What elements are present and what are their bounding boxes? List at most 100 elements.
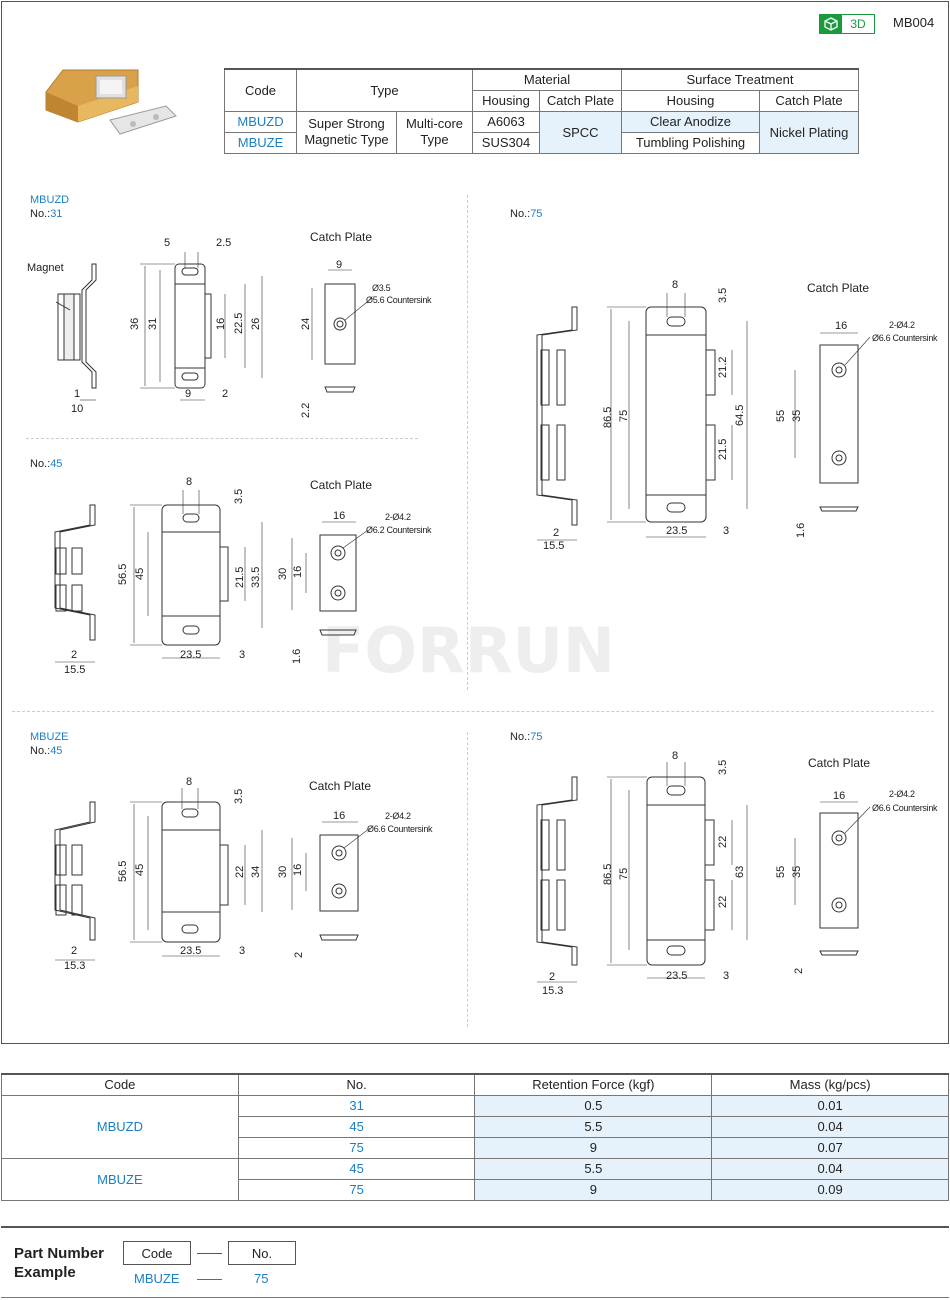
divider <box>467 732 468 1027</box>
dimension: 55 <box>775 409 787 422</box>
dimension: 75 <box>618 409 630 422</box>
dimension: 34 <box>250 865 262 878</box>
countersink-note: Ø6.2 Countersink <box>366 525 432 535</box>
header-mass: Mass (kg/pcs) <box>711 1073 949 1096</box>
dimension: 16 <box>333 810 346 822</box>
3d-label: 3D <box>850 17 866 31</box>
dimension: 45 <box>134 567 146 580</box>
drawing-mbuze-45 <box>54 788 371 961</box>
data-table: Code No. Retention Force (kgf) Mass (kg/… <box>1 1073 949 1201</box>
dimension: 2 <box>222 388 229 400</box>
dimension: 3 <box>239 649 246 661</box>
dimension: 16 <box>833 790 846 802</box>
header-code: Code <box>1 1073 239 1096</box>
dimension: 22 <box>717 835 729 848</box>
hole-note: 2-Ø4.2 <box>889 320 915 330</box>
mass-cell: 0.01 <box>711 1094 949 1117</box>
code-cell: MBUZD <box>1 1094 239 1159</box>
dimension: 22 <box>234 865 246 878</box>
dimension: 3 <box>723 970 730 982</box>
dimension: 45 <box>134 863 146 876</box>
countersink-note: Ø6.6 Countersink <box>872 333 938 343</box>
dimension: 36 <box>129 317 141 330</box>
dimension: 16 <box>292 863 304 876</box>
catch-plate-title: Catch Plate <box>310 478 373 492</box>
retention-cell: 5.5 <box>474 1115 713 1138</box>
dimension: 2 <box>71 945 78 957</box>
dimension: 86.5 <box>602 406 614 428</box>
dimension: 1 <box>74 388 81 400</box>
dimension: 5 <box>164 237 171 249</box>
sub-housing: Housing <box>472 89 540 112</box>
drawing-mbuze-75 <box>536 762 871 983</box>
sub-housing2: Housing <box>621 89 760 112</box>
type2-cell: Multi-core Type <box>396 110 473 154</box>
drawing-no: No.:45 <box>30 458 63 470</box>
mat-catch-cell: SPCC <box>539 110 622 154</box>
dimension: 2 <box>293 951 305 958</box>
catch-plate-title: Catch Plate <box>808 756 871 770</box>
code-cell: MBUZE <box>224 131 297 154</box>
countersink-note: Ø6.6 Countersink <box>872 803 938 813</box>
mat-housing-cell: SUS304 <box>472 131 540 154</box>
dimension: 64.5 <box>734 404 746 426</box>
col-code: Code <box>224 68 297 112</box>
dimension: 15.5 <box>64 664 86 676</box>
dimension: 8 <box>186 776 193 788</box>
cube-icon <box>820 15 842 33</box>
dimension: 9 <box>336 259 343 271</box>
dimension: 2.5 <box>216 237 232 249</box>
surf-housing-cell: Clear Anodize <box>621 110 760 133</box>
dimension: 2 <box>71 649 78 661</box>
product-code: MB004 <box>893 15 935 30</box>
3d-model-button[interactable]: 3D <box>819 14 875 34</box>
dimension: 23.5 <box>666 970 688 982</box>
dimension: 30 <box>277 865 289 878</box>
connector-line <box>197 1253 222 1254</box>
drawing-mbuzd-45 <box>54 490 369 663</box>
dimension: 15.3 <box>64 960 86 972</box>
product-photo <box>45 69 177 135</box>
no-cell: 75 <box>237 1136 476 1159</box>
dimension: 15.3 <box>542 985 564 997</box>
dimension: 16 <box>333 510 346 522</box>
mass-cell: 0.09 <box>711 1178 949 1201</box>
mat-housing-cell: A6063 <box>472 110 540 133</box>
dimension: 23.5 <box>180 945 202 957</box>
dimension: 35 <box>791 409 803 422</box>
retention-cell: 0.5 <box>474 1094 713 1117</box>
divider <box>467 195 468 690</box>
sub-catch: Catch Plate <box>539 89 622 112</box>
dimension: 33.5 <box>250 566 262 588</box>
dimension: 56.5 <box>117 563 129 585</box>
dimension: 23.5 <box>180 649 202 661</box>
dimension: 63 <box>734 865 746 878</box>
no-cell: 45 <box>237 1115 476 1138</box>
dimension: 2.2 <box>300 402 312 418</box>
hole-note: 2-Ø4.2 <box>385 811 411 821</box>
col-type: Type <box>296 68 473 112</box>
countersink-note: Ø5.6 Countersink <box>366 295 432 305</box>
no-cell: 45 <box>237 1157 476 1180</box>
part-number-title: Part Number Example <box>14 1245 105 1281</box>
mass-cell: 0.04 <box>711 1115 949 1138</box>
example-no: 75 <box>254 1271 269 1286</box>
surf-housing-cell: Tumbling Polishing <box>621 131 760 154</box>
dimension: 21.5 <box>717 438 729 460</box>
mass-cell: 0.07 <box>711 1136 949 1159</box>
header-retention: Retention Force (kgf) <box>474 1073 713 1096</box>
dimension: 10 <box>71 403 84 415</box>
table-row: 75 9 0.09 <box>2 1178 949 1201</box>
surf-catch-cell: Nickel Plating <box>759 110 859 154</box>
dimension: 35 <box>791 865 803 878</box>
dimension: 2 <box>553 527 560 539</box>
drawing-no: No.:75 <box>510 731 543 743</box>
dimension: 56.5 <box>117 860 129 882</box>
catch-plate-title: Catch Plate <box>807 281 870 295</box>
divider <box>26 438 418 439</box>
drawing-mbuzd-75 <box>536 293 871 541</box>
drawing-code: MBUZD <box>30 194 70 206</box>
type1-cell: Super Strong Magnetic Type <box>296 110 397 154</box>
dimension: 22.5 <box>233 312 245 334</box>
dimension: 9 <box>185 388 192 400</box>
